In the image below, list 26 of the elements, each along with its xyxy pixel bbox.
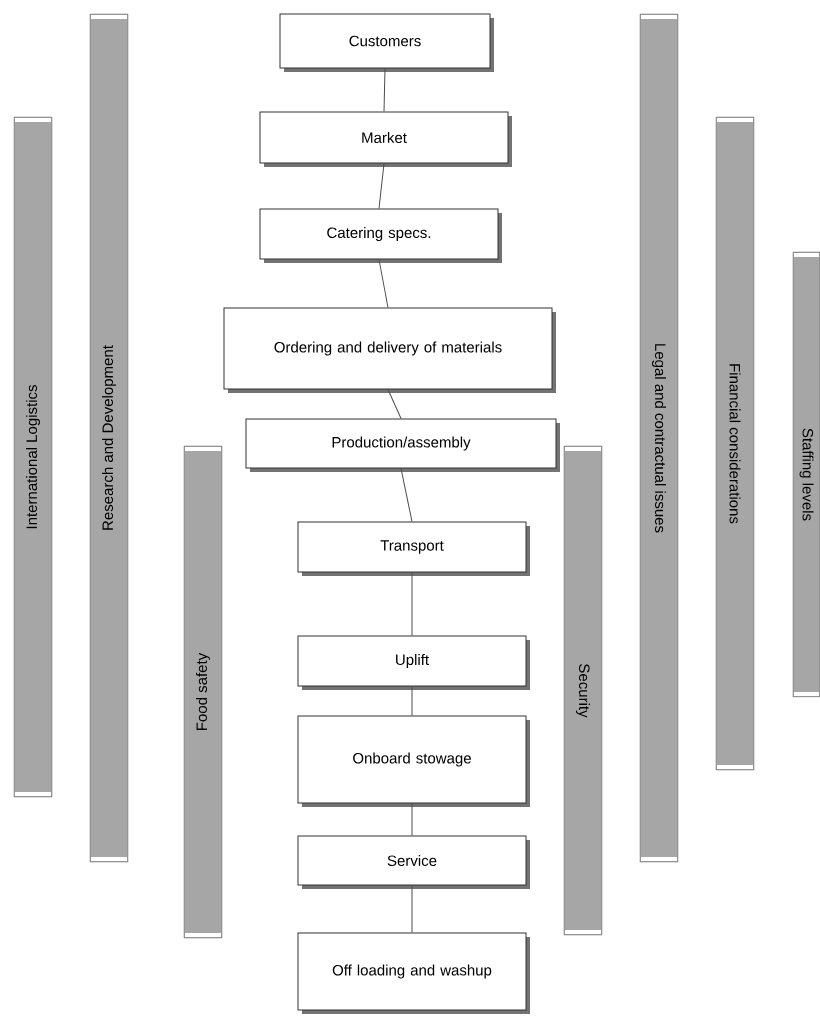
- connector-line: [378, 259, 389, 308]
- connector-line: [400, 468, 413, 522]
- process-box: Off loading and washup: [297, 932, 530, 1014]
- process-box: Ordering and delivery of materials: [223, 307, 556, 393]
- connector-line: [411, 885, 413, 933]
- connector-line: [411, 803, 413, 836]
- process-box: Customers: [279, 13, 494, 72]
- side-bar: Food safety: [183, 445, 223, 939]
- side-bar: Staffing levels: [792, 251, 820, 698]
- side-bar: Research and Development: [89, 13, 129, 863]
- side-bar: Security: [563, 445, 603, 936]
- process-box: Service: [297, 835, 530, 889]
- process-box: Market: [259, 111, 512, 167]
- connector-line: [383, 68, 386, 112]
- side-bar: International Logistics: [13, 116, 53, 798]
- process-box: Catering specs.: [259, 208, 502, 263]
- connector-line: [387, 389, 402, 419]
- connector-line: [411, 572, 413, 636]
- connector-line: [411, 686, 413, 716]
- process-box: Production/assembly: [245, 418, 560, 472]
- side-bar: Legal and contractual issues: [639, 13, 679, 863]
- side-bar: Financial considerations: [715, 116, 755, 771]
- process-box: Uplift: [297, 635, 530, 690]
- connector-line: [378, 163, 385, 209]
- process-box: Transport: [297, 521, 530, 576]
- process-box: Onboard stowage: [297, 715, 530, 807]
